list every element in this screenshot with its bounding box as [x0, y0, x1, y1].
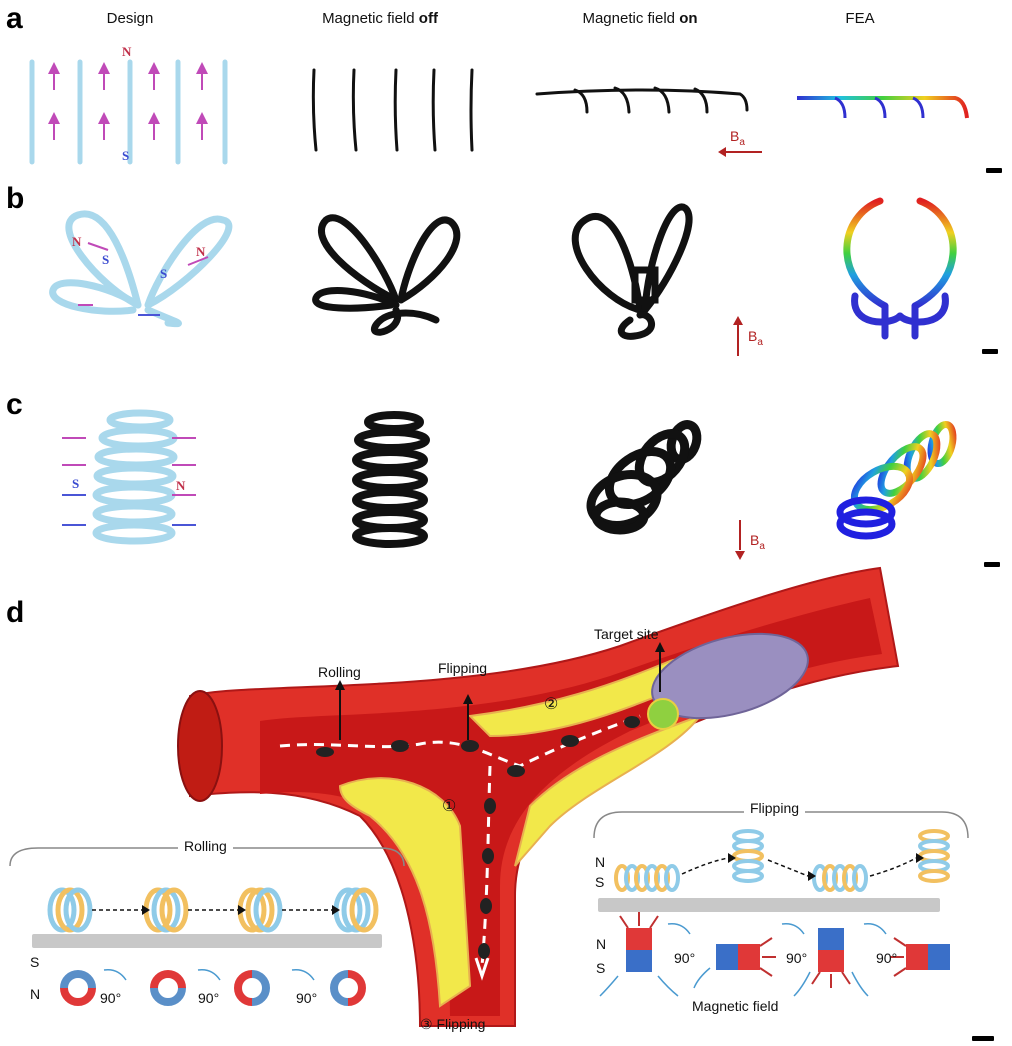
field-label-b-b: B	[748, 328, 758, 344]
column-header-field-on: Magnetic field on	[560, 10, 720, 27]
flipping-inset-title: Flipping	[744, 800, 806, 816]
label-target-site: Target site	[594, 626, 659, 642]
field-arrow-a	[718, 147, 762, 157]
blood-vessel-model	[177, 566, 900, 1027]
field-arrow-c	[735, 520, 745, 560]
magnet-s: S	[596, 960, 606, 976]
rolling-inset-n: N	[30, 986, 41, 1002]
column-header-fea: FEA	[845, 10, 875, 27]
field-label-a: Ba	[730, 128, 745, 148]
panel-label-c: c	[6, 388, 23, 421]
label-flipping: Flipping	[438, 660, 488, 676]
field-label-a-sub: a	[739, 136, 745, 148]
rolling-inset-drawing	[32, 887, 382, 1006]
flipping-inset-drawing	[598, 829, 950, 997]
column-header-design: Design	[106, 10, 154, 27]
field-off-a-drawing	[311, 68, 474, 152]
pole-s-c: S	[72, 476, 80, 491]
panel-label-d: d	[6, 596, 25, 629]
field-off-c-drawing	[352, 411, 430, 548]
rolling-angle-3: 90°	[296, 990, 318, 1006]
label-rolling: Rolling	[318, 664, 361, 680]
pole-s-b-right: S	[160, 266, 168, 281]
field-label-c-b: B	[750, 532, 760, 548]
rolling-inset-title: Rolling	[178, 838, 233, 854]
marker-2: ②	[544, 696, 559, 713]
field-on-prefix: Magnetic field	[582, 10, 680, 27]
panel-label-b: b	[6, 182, 25, 215]
flipping-angle-2: 90°	[786, 950, 808, 966]
rolling-angle-2: 90°	[198, 990, 220, 1006]
fea-c-drawing	[836, 421, 957, 540]
scale-bar-b	[982, 349, 998, 354]
field-on-b-drawing	[571, 203, 693, 340]
rolling-inset-s: S	[30, 954, 40, 970]
fea-b-drawing	[843, 197, 957, 340]
fea-a-drawing	[797, 96, 969, 119]
flipping-inset-n: N	[595, 854, 606, 870]
flipping-inset-s: S	[595, 874, 605, 890]
scale-bar-c	[984, 562, 1000, 567]
label-magnetic-field: Magnetic field	[692, 998, 779, 1014]
field-on-bold: on	[679, 10, 698, 27]
pole-n-b-left: N	[72, 234, 82, 249]
design-c-drawing	[62, 409, 196, 545]
field-arrow-b	[733, 316, 743, 356]
panel-label-a: a	[6, 2, 23, 35]
pole-n-a: N	[122, 44, 132, 59]
scale-bar-a	[986, 168, 1002, 173]
rolling-angle-1: 90°	[100, 990, 122, 1006]
scale-bar-d	[972, 1036, 994, 1041]
pole-n-b-right: N	[196, 244, 206, 259]
pole-s-a: S	[122, 148, 130, 163]
design-a-drawing	[29, 59, 228, 165]
field-off-b-drawing	[312, 214, 461, 336]
field-off-bold: off	[418, 10, 438, 27]
marker-1: ①	[442, 798, 457, 815]
field-label-c: Ba	[750, 532, 765, 552]
field-label-b-sub: a	[757, 336, 763, 348]
pole-s-b-left: S	[102, 252, 110, 267]
flipping-angle-3: 90°	[876, 950, 898, 966]
field-label-b: Ba	[748, 328, 763, 348]
pole-n-c: N	[176, 478, 186, 493]
design-b-drawing	[49, 210, 233, 328]
magnet-n: N	[596, 936, 607, 952]
field-off-prefix: Magnetic field	[322, 10, 419, 27]
field-label-a-b: B	[730, 128, 740, 144]
label-bottom-flipping: ③ Flipping	[420, 1016, 486, 1032]
field-label-c-sub: a	[759, 540, 765, 552]
column-header-field-off: Magnetic field off	[300, 10, 460, 27]
flipping-angle-1: 90°	[674, 950, 696, 966]
field-on-c-drawing	[586, 420, 702, 535]
field-on-a-drawing	[535, 86, 749, 114]
